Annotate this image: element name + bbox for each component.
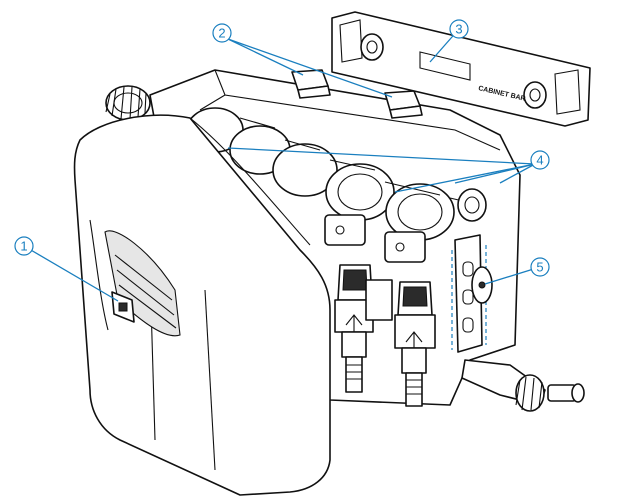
callout-number-2: 2: [218, 26, 225, 41]
callout-number-4: 4: [536, 153, 543, 168]
callout-number-5: 5: [536, 260, 543, 275]
callout-4: 4: [530, 150, 550, 170]
callout-2: 2: [212, 23, 232, 43]
callout-3: 3: [449, 19, 469, 39]
filter-cartridge-heads: [186, 107, 487, 241]
callout-number-3: 3: [455, 22, 462, 37]
knurled-cap: [105, 85, 151, 121]
front-cover: [73, 114, 331, 496]
outlet-fitting: [461, 359, 585, 412]
callout-5: 5: [530, 257, 550, 277]
callout-1: 1: [14, 236, 34, 256]
callout-number-1: 1: [20, 239, 27, 254]
mounting-bracket: [451, 234, 493, 353]
cabinet-bar: CABINET BAR: [331, 11, 591, 127]
valve-assembly: [324, 214, 436, 407]
cover-clips: [291, 69, 423, 119]
